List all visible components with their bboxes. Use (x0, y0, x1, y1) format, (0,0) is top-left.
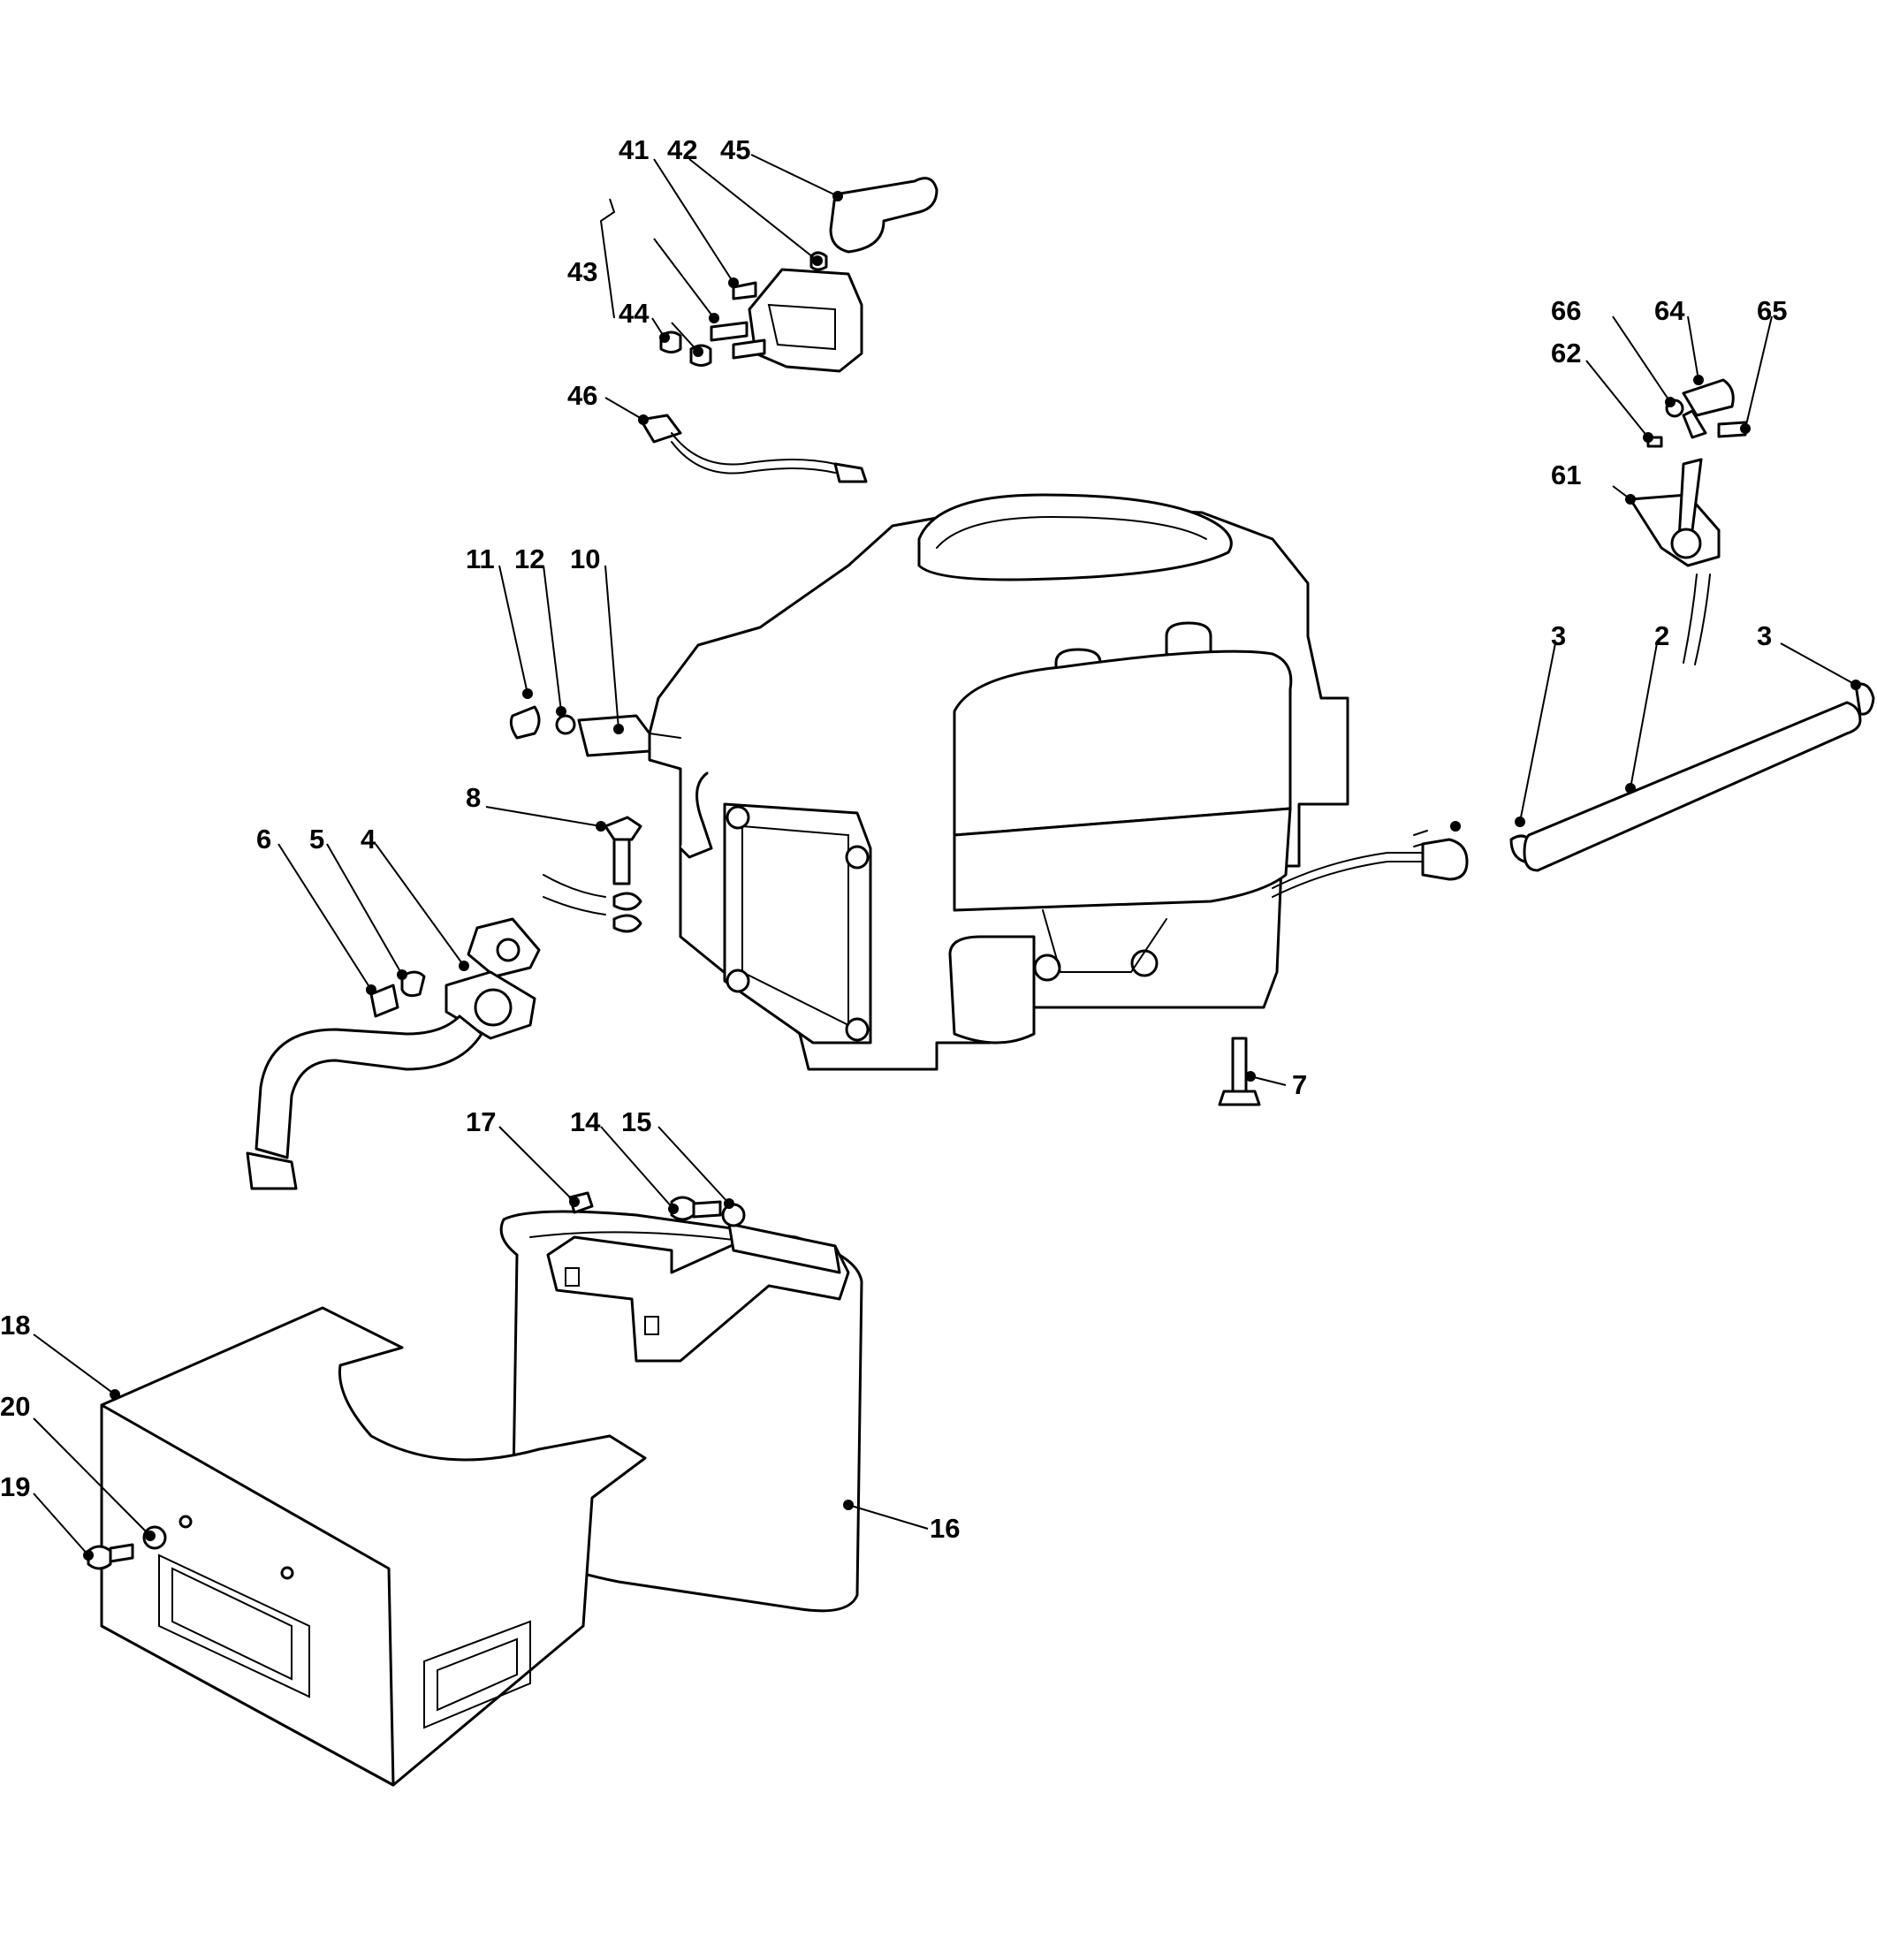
callout-6: 6 (256, 824, 271, 855)
callout-15: 15 (621, 1106, 651, 1137)
leader-lines (33, 154, 1861, 1561)
callout-7: 7 (1292, 1069, 1307, 1100)
callout-3-right: 3 (1757, 620, 1772, 651)
callout-8: 8 (466, 782, 481, 813)
callout-43: 43 (567, 256, 597, 287)
callout-46: 46 (567, 380, 597, 411)
wire-harness (639, 414, 868, 483)
callout-20: 20 (0, 1391, 30, 1422)
callout-17: 17 (466, 1106, 496, 1137)
callout-12: 12 (514, 543, 544, 574)
callout-42: 42 (667, 134, 697, 165)
callout-61: 61 (1551, 460, 1581, 490)
callout-11: 11 (466, 543, 495, 574)
bolt-7 (1218, 1037, 1261, 1106)
callout-10: 10 (570, 543, 600, 574)
callout-65: 65 (1757, 295, 1787, 326)
callout-5: 5 (309, 824, 324, 855)
callout-44: 44 (619, 298, 650, 329)
engine (648, 493, 1424, 1071)
callout-41: 41 (619, 134, 649, 165)
throttle-control (1629, 378, 1747, 665)
callout-2: 2 (1654, 620, 1669, 651)
callout-16: 16 (930, 1513, 960, 1544)
oil-drain-fitting (509, 705, 681, 757)
fuel-line (1413, 682, 1875, 881)
callout-64: 64 (1654, 295, 1685, 326)
callout-labels: 41 42 45 43 44 46 11 12 10 8 6 5 4 7 17 … (0, 134, 1787, 1544)
exhaust-pipe (246, 917, 541, 1190)
mounting-bolt-washers (543, 816, 642, 933)
callout-3-left: 3 (1551, 620, 1566, 651)
callout-14: 14 (570, 1106, 601, 1137)
callout-62: 62 (1551, 338, 1581, 368)
callout-66: 66 (1551, 295, 1581, 326)
callout-45: 45 (720, 134, 750, 165)
callout-4: 4 (361, 824, 376, 855)
callout-19: 19 (0, 1471, 30, 1502)
solenoid (659, 177, 938, 373)
callout-18: 18 (0, 1310, 30, 1341)
